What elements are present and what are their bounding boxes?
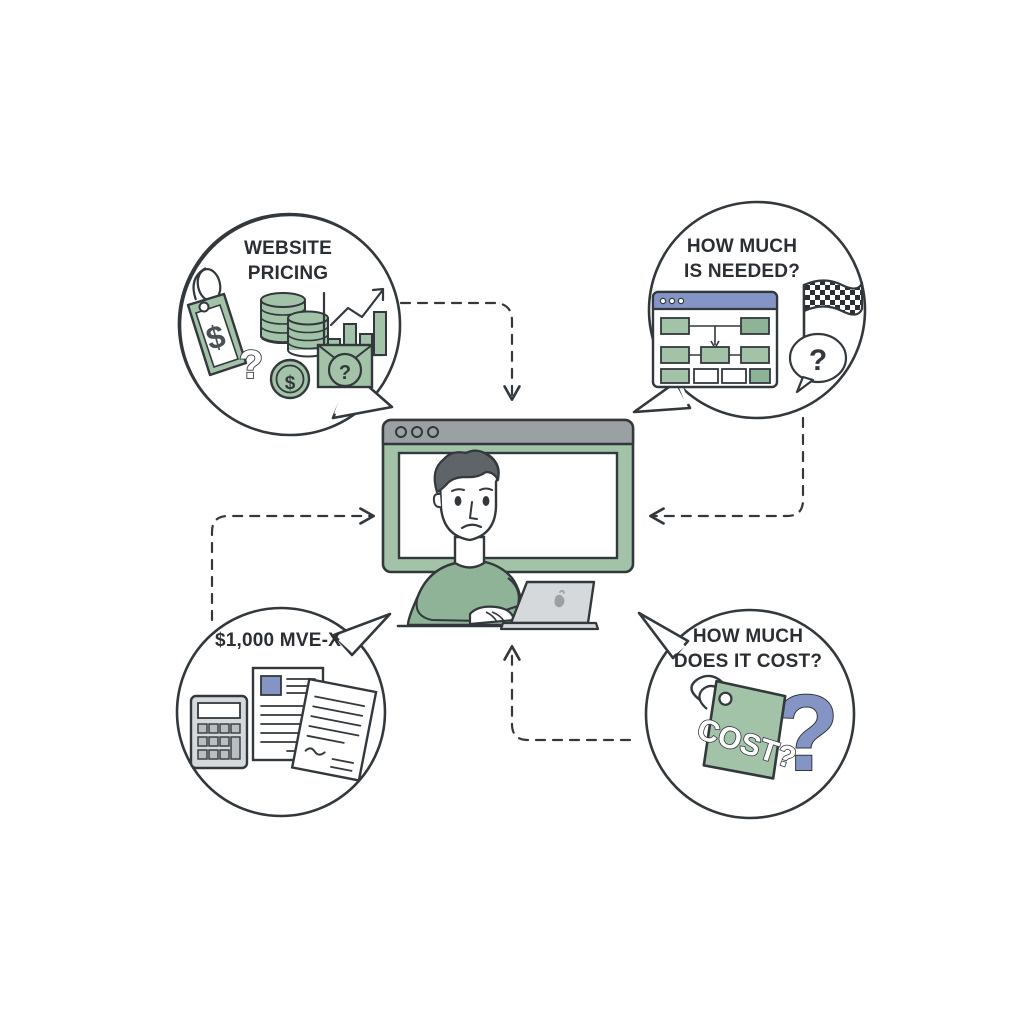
question-mark-icon: ? <box>238 342 264 388</box>
person-head <box>432 449 500 542</box>
window-dot-1[interactable] <box>395 426 407 438</box>
bubble-website-pricing-line2: PRICING <box>248 263 329 284</box>
connector-top-right-to-center <box>649 416 805 525</box>
window-dot-2[interactable] <box>411 426 423 438</box>
bubble-cost-line1: HOW MUCH <box>693 626 803 647</box>
big-question-mark-icon: ? <box>772 671 840 794</box>
browser-flowchart-icon <box>651 290 779 389</box>
bubble-price-estimate[interactable]: $1,000 MVE-X <box>175 606 392 818</box>
connector-bottom-right-to-center <box>503 645 632 742</box>
signed-document-icon <box>290 677 378 782</box>
svg-text:$: $ <box>285 373 296 394</box>
bubble-website-pricing[interactable]: WEBSITE PRICING $ <box>177 212 402 437</box>
bubble-needed-line1: HOW MUCH <box>687 236 797 257</box>
dollar-coin-icon: $ <box>269 358 311 400</box>
coin-stack-icon <box>260 292 329 358</box>
apple-logo <box>554 589 565 608</box>
window-screen <box>397 451 619 560</box>
question-speech-bubble-icon: ? <box>788 332 848 394</box>
price-tag-dollar-icon: $ <box>186 267 248 377</box>
bubble-website-pricing-line1: WEBSITE <box>244 238 332 259</box>
bubble-how-much-does-it-cost[interactable]: HOW MUCH DOES IT COST? ? COST? <box>637 608 856 820</box>
bubble-cost-line2: DOES IT COST? <box>674 651 822 672</box>
window-titlebar <box>381 418 635 446</box>
svg-text:?: ? <box>339 362 351 384</box>
connector-top-left-to-center <box>399 301 521 401</box>
envelope-question-icon: ? <box>316 343 374 389</box>
svg-text:?: ? <box>239 343 263 387</box>
calculator-icon <box>189 694 249 770</box>
bubble-needed-line2: IS NEEDED? <box>684 261 800 282</box>
connector-bottom-left-to-center <box>210 507 375 622</box>
laptop[interactable] <box>499 580 600 631</box>
svg-text:?: ? <box>773 672 839 793</box>
confused-user-at-monitor[interactable] <box>381 418 635 631</box>
cost-price-tag-icon: COST? <box>690 674 801 780</box>
svg-text:?: ? <box>809 344 827 377</box>
bubble-estimate-line1: $1,000 MVE-X <box>215 630 341 651</box>
window-dot-3[interactable] <box>427 426 439 438</box>
bubble-how-much-is-needed[interactable]: HOW MUCH IS NEEDED? <box>632 200 867 420</box>
